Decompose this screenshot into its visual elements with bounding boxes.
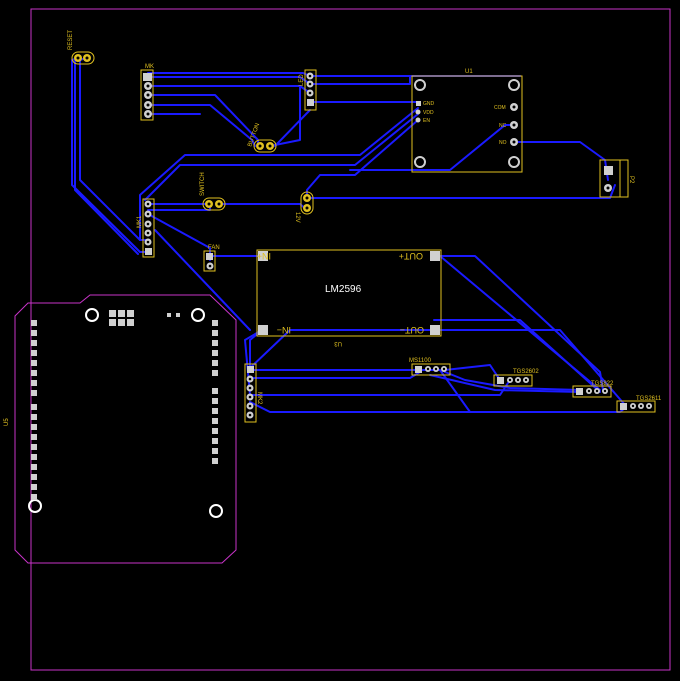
v12-connector: 12V xyxy=(294,191,314,223)
lm2596-label: LM2596 xyxy=(325,284,362,295)
u5-right-pins xyxy=(212,320,218,464)
tgs2602-label: TGS2602 xyxy=(513,369,539,375)
v12-label: 12V xyxy=(294,212,300,223)
u1-gnd-label: GND xyxy=(423,101,435,107)
u1-no-label: NO xyxy=(499,140,507,146)
mk1-header: MK1 xyxy=(137,198,155,258)
u5-small-pads xyxy=(167,313,180,317)
ms1100-sensor: MS1100 xyxy=(409,358,451,376)
tgs2611-sensor: TGS2611 xyxy=(616,396,662,413)
mk1-label: MK1 xyxy=(137,215,143,228)
u5-board: U5 xyxy=(4,294,237,564)
button-footprint: BUTTON xyxy=(247,123,277,153)
trace-layer xyxy=(71,57,626,413)
u1-module: U1 GND VDD EN COM NC NO xyxy=(411,69,523,173)
u3-label: U3 xyxy=(334,340,342,346)
reset-header: RESET xyxy=(68,30,95,65)
mk2-header: MK2 xyxy=(244,363,262,423)
fan-label: FAN xyxy=(208,245,220,251)
tgs2602-sensor: TGS2602 xyxy=(493,369,539,387)
u1-en-label: EN xyxy=(423,118,430,124)
u1-vdd-label: VDD xyxy=(423,110,434,116)
tgs822-label: TGS822 xyxy=(591,381,614,387)
lm2596-module: IN+ OUT+ LM2596 IN− OUT− U3 xyxy=(256,249,442,346)
switch-footprint: SWITCH xyxy=(200,172,226,211)
p2-label: P2 xyxy=(628,176,634,184)
out-minus-label: OUT− xyxy=(400,325,424,335)
u5-outline xyxy=(14,294,237,564)
fan-connector: FAN xyxy=(203,245,220,272)
mk-label: MK xyxy=(145,64,154,70)
u5-icsp-header xyxy=(109,310,134,326)
u5-left-pins xyxy=(31,320,37,500)
ms1100-label: MS1100 xyxy=(409,358,432,364)
in-minus-label: IN− xyxy=(277,325,291,335)
u1-label: U1 xyxy=(465,69,473,75)
u1-com-label: COM xyxy=(494,105,506,111)
u5-label: U5 xyxy=(4,418,10,426)
in-plus-label: IN+ xyxy=(257,251,271,261)
board-outline xyxy=(30,8,671,671)
mk2-label: MK2 xyxy=(256,392,262,405)
out-plus-label: OUT+ xyxy=(399,251,423,261)
led-header: LED xyxy=(299,69,317,111)
tgs2611-label: TGS2611 xyxy=(636,396,662,402)
tgs822-sensor: TGS822 xyxy=(572,381,614,398)
led-label: LED xyxy=(299,74,305,86)
reset-label: RESET xyxy=(68,30,74,50)
mk-header: MK xyxy=(140,64,154,121)
p2-terminal: P2 xyxy=(599,159,634,198)
switch-label: SWITCH xyxy=(200,172,206,196)
u1-nc-label: NC xyxy=(499,123,507,129)
